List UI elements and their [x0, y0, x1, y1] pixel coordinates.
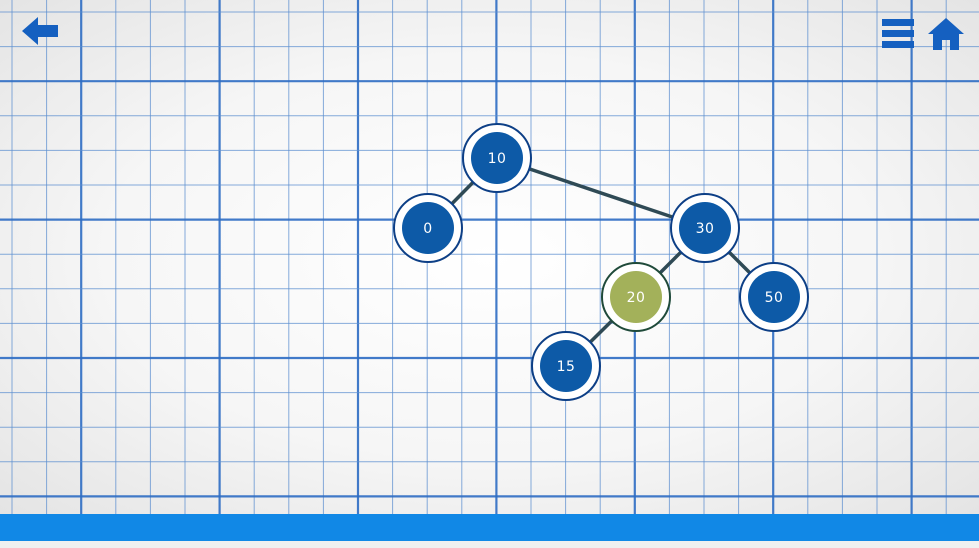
- tree-node-20[interactable]: 20: [601, 262, 671, 332]
- node-label: 20: [627, 290, 646, 306]
- node-label: 10: [488, 151, 507, 167]
- node-body: [679, 202, 731, 254]
- tree-edge: [496, 156, 706, 230]
- home-icon: [928, 18, 964, 50]
- back-button[interactable]: [20, 14, 60, 48]
- canvas-area[interactable]: 10 0 30 20 50 15: [0, 0, 979, 514]
- node-body: [540, 340, 592, 392]
- tree-node-0[interactable]: 0: [393, 193, 463, 263]
- tree-node-30[interactable]: 30: [670, 193, 740, 263]
- tree-diagram: 10 0 30 20 50 15: [393, 123, 809, 401]
- menu-button[interactable]: [880, 18, 916, 50]
- tree-node-10[interactable]: 10: [462, 123, 532, 193]
- footer-strip: [0, 541, 979, 548]
- node-label: 50: [765, 290, 784, 306]
- node-body: [471, 132, 523, 184]
- node-body: [610, 271, 662, 323]
- node-label: 0: [423, 221, 432, 237]
- node-body: [402, 202, 454, 254]
- home-button[interactable]: [926, 16, 966, 52]
- node-label: 30: [696, 221, 715, 237]
- arrow-left-icon: [22, 17, 58, 45]
- node-label: 15: [557, 359, 576, 375]
- tree-node-15[interactable]: 15: [531, 331, 601, 401]
- tree-node-50[interactable]: 50: [739, 262, 809, 332]
- menu-icon: [882, 19, 914, 48]
- node-body: [748, 271, 800, 323]
- bottom-bar: [0, 514, 979, 541]
